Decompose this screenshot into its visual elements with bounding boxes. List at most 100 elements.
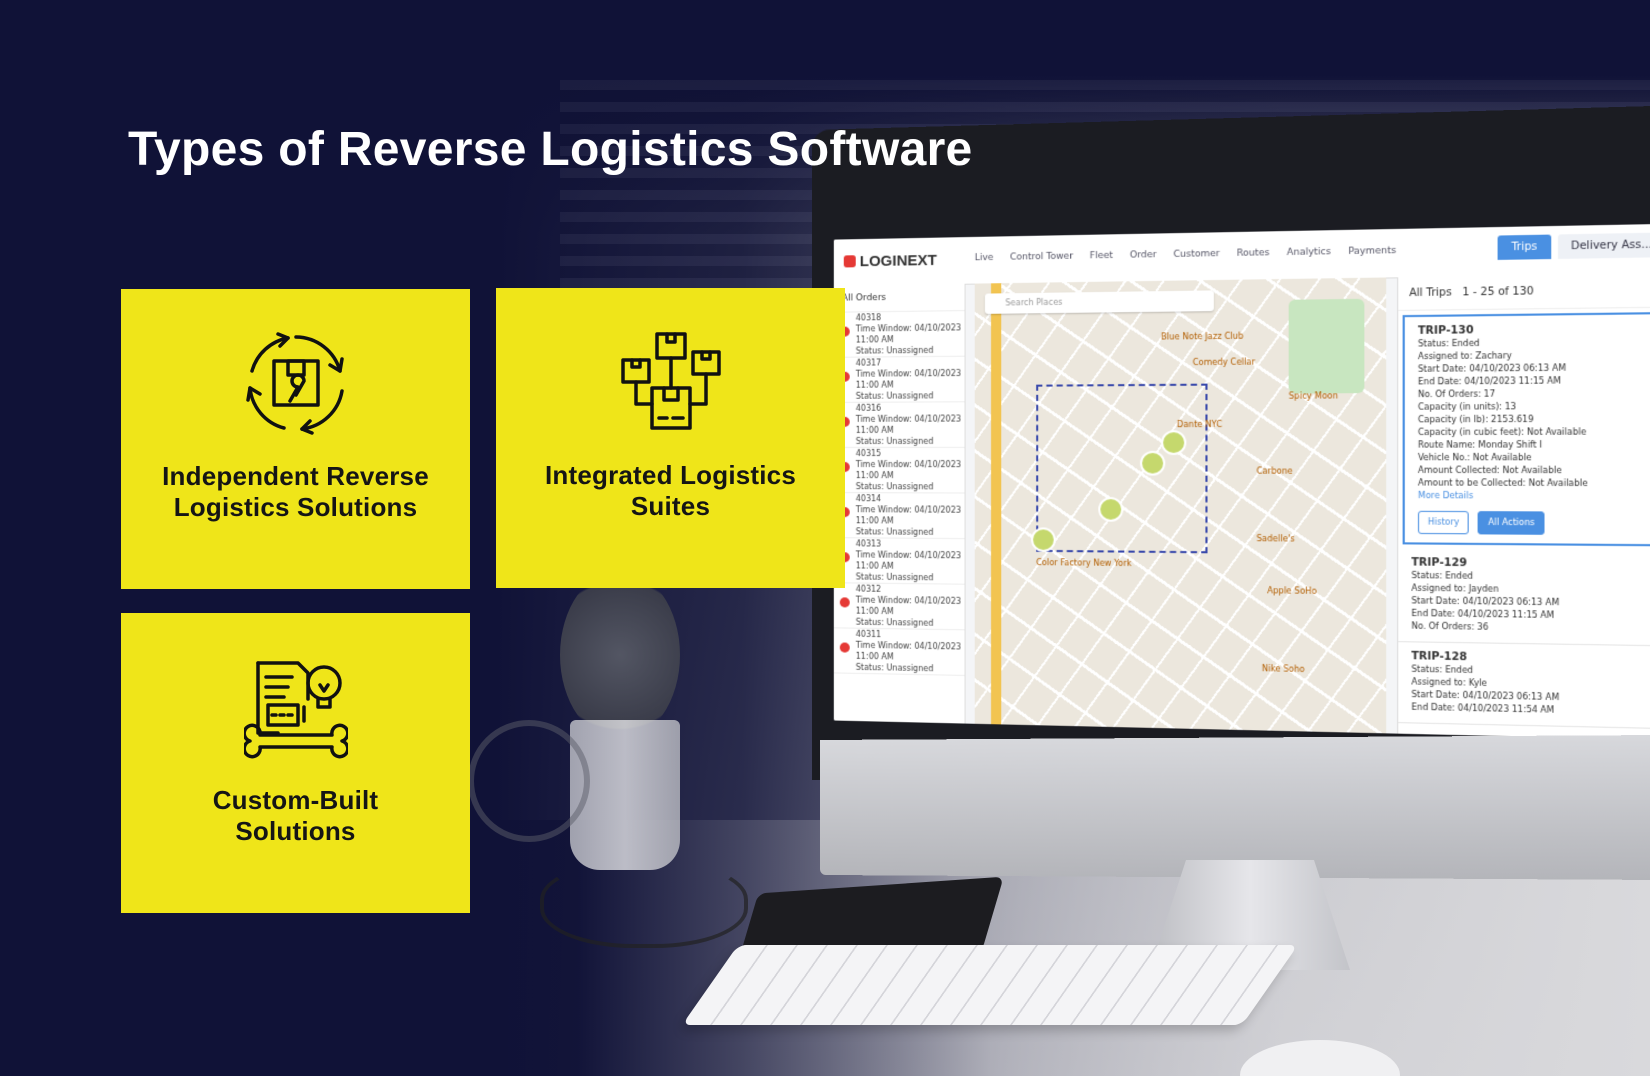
- route-map[interactable]: Search Places Blue Note Jazz Club Comedy…: [975, 277, 1386, 733]
- map-poi: Comedy Cellar: [1193, 357, 1255, 367]
- nav-item[interactable]: Customer: [1173, 249, 1219, 260]
- card-label-line: Suites: [545, 491, 796, 522]
- card-label: Integrated Logistics Suites: [545, 460, 796, 522]
- app-nav: Live Control Tower Fleet Order Customer …: [975, 246, 1397, 264]
- order-window: Time Window: 04/10/2023 11:00 AM: [856, 504, 965, 527]
- keyboard: [682, 945, 1298, 1025]
- card-label-line: Logistics Solutions: [162, 492, 429, 523]
- order-id: 40315: [856, 448, 965, 459]
- order-status: Status: Unassigned: [856, 617, 965, 630]
- monitor-chin: [820, 735, 1650, 881]
- map-highway: [991, 283, 1001, 724]
- order-row[interactable]: 40314Time Window: 04/10/2023 11:00 AMSta…: [834, 493, 965, 539]
- nav-item[interactable]: Order: [1130, 250, 1157, 261]
- order-window: Time Window: 04/10/2023 11:00 AM: [856, 368, 965, 391]
- map-poi: Nike Soho: [1262, 664, 1305, 674]
- order-row[interactable]: 40312Time Window: 04/10/2023 11:00 AMSta…: [834, 583, 965, 630]
- map-route-path: [1036, 384, 1207, 554]
- history-button[interactable]: History: [1418, 511, 1469, 535]
- nav-item[interactable]: Payments: [1348, 246, 1396, 257]
- status-dot-icon: [840, 642, 850, 652]
- trip-capacity-units: Capacity (in units): 13: [1418, 400, 1650, 414]
- map-search-input[interactable]: Search Places: [985, 290, 1214, 314]
- trip-orders: No. Of Orders: 36: [1411, 620, 1650, 636]
- logo-text: LOGINEXT: [860, 252, 937, 270]
- order-status: Status: Unassigned: [856, 662, 965, 675]
- map-poi: Dante NYC: [1177, 420, 1222, 429]
- trips-header: All Trips 1 - 25 of 130: [1398, 273, 1650, 311]
- card-label-line: Custom-Built: [213, 785, 379, 816]
- trips-filter[interactable]: All Trips: [1409, 287, 1452, 299]
- monitor-screen: LOGINEXT Live Control Tower Fleet Order …: [834, 224, 1650, 740]
- order-row[interactable]: 40318Time Window: 04/10/2023 11:00 AMSta…: [834, 311, 965, 358]
- nav-item[interactable]: Routes: [1237, 248, 1270, 259]
- monitor-bezel: LOGINEXT Live Control Tower Fleet Order …: [812, 104, 1650, 807]
- alarm-clock: [468, 720, 590, 842]
- trip-card[interactable]: TRIP-129 Status: Ended Assigned to: Jayd…: [1398, 549, 1650, 647]
- order-window: Time Window: 04/10/2023 11:00 AM: [856, 322, 965, 345]
- map-cluster-pin[interactable]: [1098, 497, 1123, 522]
- card-independent-solutions: Independent Reverse Logistics Solutions: [121, 289, 470, 589]
- card-label: Custom-Built Solutions: [213, 785, 379, 847]
- order-status: Status: Unassigned: [856, 481, 965, 492]
- order-window: Time Window: 04/10/2023 11:00 AM: [856, 549, 965, 572]
- connected-boxes-icon: [619, 330, 723, 434]
- map-poi: Apple SoHo: [1267, 586, 1317, 596]
- map-park: [1289, 299, 1365, 394]
- order-row[interactable]: 40315Time Window: 04/10/2023 11:00 AMSta…: [834, 448, 965, 494]
- map-cluster-pin[interactable]: [1140, 451, 1165, 476]
- order-row[interactable]: 40313Time Window: 04/10/2023 11:00 AMSta…: [834, 538, 965, 585]
- nav-item[interactable]: Live: [975, 253, 994, 263]
- map-cluster-pin[interactable]: [1161, 430, 1186, 455]
- more-details-link[interactable]: More Details: [1418, 490, 1650, 504]
- map-poi: Color Factory New York: [1036, 558, 1131, 568]
- eyeglasses: [540, 860, 748, 948]
- trip-end: End Date: 04/10/2023 11:15 AM: [1418, 374, 1650, 388]
- tab-delivery-associates[interactable]: Delivery Ass...: [1557, 232, 1650, 258]
- card-custom-built: Custom-Built Solutions: [121, 613, 470, 913]
- nav-item[interactable]: Control Tower: [1010, 251, 1073, 262]
- card-label-line: Independent Reverse: [162, 461, 429, 492]
- trip-orders: No. Of Orders: 17: [1418, 387, 1650, 401]
- logo-mark-icon: [844, 255, 856, 267]
- order-id: 40316: [856, 402, 965, 414]
- trip-to-collect: Amount to be Collected: Not Available: [1418, 477, 1650, 490]
- trip-vehicle: Vehicle No.: Not Available: [1418, 452, 1650, 465]
- trip-card-selected[interactable]: TRIP-130 Status: Ended Assigned to: Zach…: [1403, 312, 1650, 547]
- map-poi: Spicy Moon: [1289, 391, 1338, 401]
- trip-card[interactable]: TRIP-128 Status: Ended Assigned to: Kyle…: [1398, 642, 1650, 729]
- panel-tabs: Trips Delivery Ass...: [1498, 232, 1650, 259]
- order-window: Time Window: 04/10/2023 11:00 AM: [856, 640, 965, 664]
- map-cluster-pin[interactable]: [1031, 527, 1056, 552]
- order-row[interactable]: 40316Time Window: 04/10/2023 11:00 AMSta…: [834, 402, 965, 448]
- card-label-line: Integrated Logistics: [545, 460, 796, 491]
- nav-item[interactable]: Analytics: [1287, 247, 1331, 258]
- card-integrated-suites: Integrated Logistics Suites: [496, 288, 845, 588]
- card-label: Independent Reverse Logistics Solutions: [162, 461, 429, 523]
- order-window: Time Window: 04/10/2023 11:00 AM: [856, 595, 965, 619]
- app-logo: LOGINEXT: [844, 252, 937, 271]
- trip-capacity-cft: Capacity (in cubic feet): Not Available: [1418, 426, 1650, 439]
- orders-header[interactable]: All Orders: [834, 284, 965, 313]
- page-title: Types of Reverse Logistics Software: [128, 122, 973, 177]
- order-row[interactable]: 40317Time Window: 04/10/2023 11:00 AMSta…: [834, 357, 965, 403]
- order-status: Status: Unassigned: [856, 526, 965, 538]
- order-row[interactable]: 40311Time Window: 04/10/2023 11:00 AMSta…: [834, 628, 965, 676]
- order-status: Status: Unassigned: [856, 436, 965, 447]
- trip-capacity-lb: Capacity (in lb): 2153.619: [1418, 413, 1650, 426]
- nav-item[interactable]: Fleet: [1090, 251, 1113, 262]
- trip-collected: Amount Collected: Not Available: [1418, 464, 1650, 477]
- order-id: 40313: [856, 538, 965, 550]
- trip-actions: History All Actions: [1418, 511, 1650, 536]
- order-id: 40317: [856, 357, 965, 369]
- trip-route: Route Name: Monday Shift I: [1418, 439, 1650, 452]
- tab-trips[interactable]: Trips: [1498, 235, 1551, 260]
- box-cycle-icon: [244, 331, 348, 435]
- custom-tools-icon: [244, 655, 348, 759]
- orders-list: All Orders 40318Time Window: 04/10/2023 …: [834, 284, 966, 724]
- order-status: Status: Unassigned: [856, 390, 965, 402]
- trips-count: 1 - 25 of 130: [1462, 286, 1533, 299]
- order-window: Time Window: 04/10/2023 11:00 AM: [856, 413, 965, 435]
- order-id: 40314: [856, 493, 965, 505]
- all-actions-button[interactable]: All Actions: [1478, 511, 1545, 535]
